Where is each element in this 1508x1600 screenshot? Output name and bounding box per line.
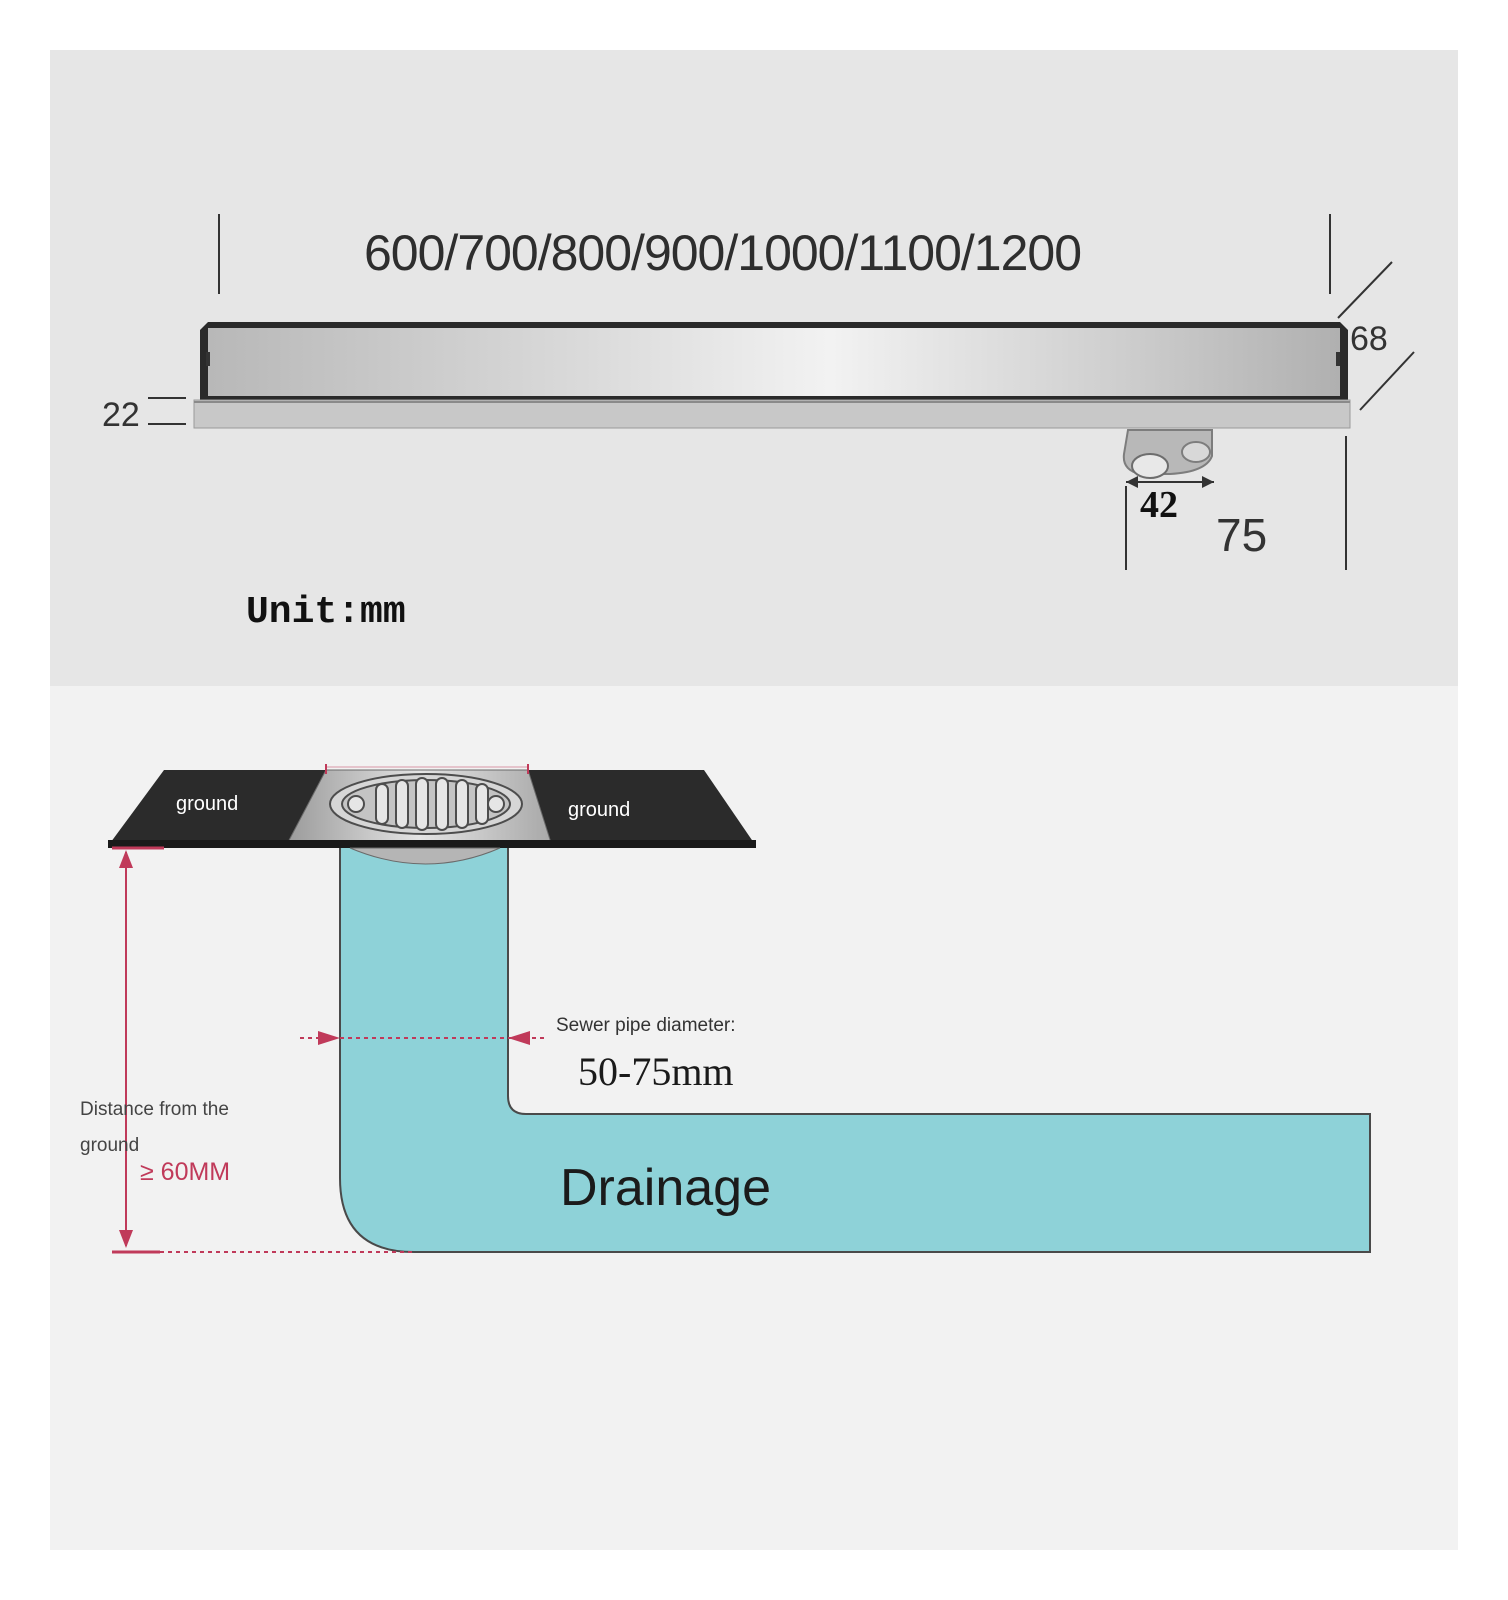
distance-dimension: [112, 846, 414, 1254]
drainage-label: Drainage: [560, 1159, 772, 1217]
height-dimension-label: 22: [102, 396, 140, 434]
length-options-label: 600/700/800/900/1000/1100/1200: [364, 225, 1082, 281]
distance-label-line2: ground: [80, 1135, 140, 1156]
sewer-pipe-value: 50-75mm: [578, 1049, 734, 1094]
outlet-offset-label: 75: [1216, 509, 1268, 561]
dimension-lines: [148, 214, 1415, 570]
distance-label-line1: Distance from the: [80, 1099, 229, 1120]
grating-markers: [325, 764, 529, 774]
grating-cover: [329, 773, 523, 835]
linear-drain-body: [193, 322, 1351, 429]
distance-value: ≥ 60MM: [140, 1158, 231, 1186]
dimension-arrows: [1126, 476, 1214, 488]
pipe-diameter-dimension: [300, 1031, 544, 1045]
ground-label-right: ground: [568, 799, 631, 821]
drainage-pipe: [339, 845, 1371, 1253]
outlet-diameter-label: 42: [1140, 484, 1178, 526]
sewer-pipe-label: Sewer pipe diameter:: [556, 1015, 736, 1036]
width-dimension-label: 68: [1350, 320, 1388, 358]
drain-outlet: [1122, 429, 1213, 479]
ground-label-left: ground: [176, 793, 239, 815]
unit-label: Unit:mm: [246, 591, 406, 634]
